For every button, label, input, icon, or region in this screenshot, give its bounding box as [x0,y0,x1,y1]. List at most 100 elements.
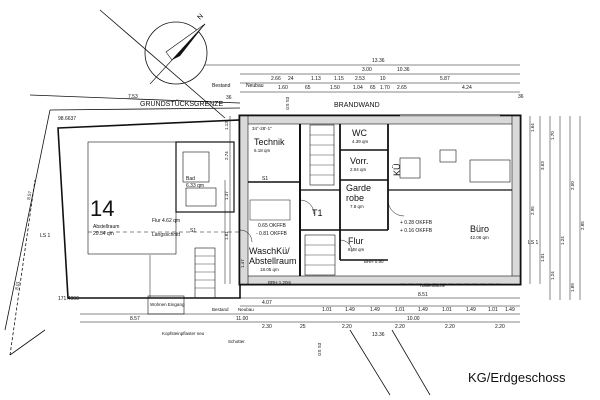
room-bad-area: 6.33 qm [186,183,204,189]
room-wc: WC [352,128,367,138]
dim-r3: 3.63 [540,161,545,170]
dim-r7: 1.01 [540,253,545,262]
new-building-walls [238,114,522,286]
dim-8-51: 8.51 [418,292,428,298]
dim-1-01d: 1.01 [488,307,498,313]
room-flur-small: Flur 4.62 qm [152,218,180,224]
dim-2-65: 2.65 [397,85,407,91]
label-s1a: S1 [262,176,268,182]
dim-5-87: 5.87 [440,76,450,82]
plan-caption: KG/Erdgeschoss [468,370,566,385]
label-schotter: Schotter [228,339,245,344]
dim-1-15: 1.15 [334,76,344,82]
room-garderobe-2: robe [346,193,364,203]
dim-l3: 1.37 [224,191,229,200]
dim-r1: 1.64 [530,123,535,132]
room-garderobe-1: Garde [346,183,371,193]
label-rasenflaeche: Rasenfläche [420,283,446,288]
dim-7-53: 7.53 [128,94,138,100]
room-flur-area: 8.48 qm [348,247,365,252]
level-okffb-2: + 0.16 OKFFB [400,228,433,234]
label-brandwand: BRANDWAND [334,102,380,109]
dim-1-49d: 1.49 [466,307,476,313]
dim-l4: 1.47 [240,259,245,268]
label-bestand-bottom: Bestand [212,307,229,312]
label-kopfsteinpflaster: Kopfsteinpflaster neu [162,331,205,336]
label-neubau-bottom: Neubau [238,307,254,312]
room-kue: KÜ [392,163,402,176]
dim-1-49c: 1.49 [418,307,428,313]
dim-l6: 8.01 [14,280,21,290]
elevation-bottom: 171.4966 [58,296,79,302]
dim-11-00: 11.00 [236,316,248,322]
label-neubau-top: Neubau [246,83,264,89]
dim-l2: 2.74 [224,151,229,160]
dim-r6: 1.24 [560,236,565,245]
room-abstellraum-area: 20.54 qm [93,231,114,237]
dim-1-13: 1.13 [311,76,321,82]
dim-4-07: 4.07 [262,300,272,306]
dim-13-36-bottom: 13.36 [372,332,385,338]
dim-65b: 65 [370,85,376,91]
label-bestand-top: Bestand [212,83,231,89]
label-gs-bottom: GS S3 [317,342,322,356]
dim-10-00: 10.00 [407,316,420,322]
north-arrow-icon: N [144,13,208,85]
level-okffb-3: 0.65 OKFFB [258,223,286,229]
room-buero-area: 42.06 qm [470,235,489,240]
label-ls-1-right: LS 1 [528,240,539,246]
level-okffb-1: + 0.28 OKFFB [400,220,433,226]
room-abstellraum: Abstellraum [93,224,119,230]
dim-l1: 1.13 [224,121,229,130]
dim-1-60: 1.60 [278,85,288,91]
dim-1-49a: 1.49 [345,307,355,313]
label-ls-1: LS 1 [40,233,51,239]
dim-1-49e: 1.49 [505,307,515,313]
dim-2-20c: 2.20 [445,324,455,330]
existing-building [57,119,241,315]
dim-1-70: 1.70 [380,85,390,91]
house-number: 14 [90,196,114,221]
dim-2-30: 2.30 [262,324,272,330]
dim-r4: 2.50 [570,181,575,190]
room-bad: Bad [186,176,195,182]
dim-1-01c: 1.01 [442,307,452,313]
dim-r5: 2.95 [530,206,535,215]
dim-8-57: 8.57 [130,316,140,322]
dim-36b: 36 [518,94,524,100]
label-s1b: S1 [190,228,196,234]
dim-4-24: 4.24 [462,85,472,91]
dim-2-66: 2.66 [271,76,281,82]
level-top-left: 34°-28'-1" [252,126,272,131]
room-waschkue-2: Abstellraum [249,256,297,266]
dim-2-20d: 2.20 [495,324,505,330]
dim-10-36: 10.36 [397,67,410,73]
dim-36a: 36 [226,95,232,101]
label-wohnen-eingang: Wohnen Eingang [150,302,185,307]
dim-r10: 1.89 [570,283,575,292]
dim-1-01a: 1.01 [322,307,332,313]
room-buero: Büro [470,224,489,234]
dim-2-20b: 2.20 [395,324,405,330]
dim-r2: 1.70 [550,131,555,140]
room-vorr: Vorr. [350,156,369,166]
dim-l5: 1.81 [224,231,229,240]
dim-10: 10 [380,76,386,82]
room-flur: Flur [348,236,364,246]
dim-r9: 2.85 [580,221,585,230]
dim-2-20a: 2.20 [342,324,352,330]
label-laengsschnitt: Längsschnitt [152,232,181,238]
dim-1-01b: 1.01 [395,307,405,313]
dim-3-00: 3.00 [362,67,372,73]
room-wc-area: 4.39 qm [352,139,369,144]
room-technik: Technik [254,137,285,147]
room-vorr-area: 2.04 qm [350,167,367,172]
dim-1-50: 1.50 [330,85,340,91]
property-boundary [4,9,431,396]
room-garderobe-area: 7.8 qm [350,204,364,209]
dim-1-04: 1.04 [353,85,363,91]
dim-24: 24 [288,76,294,82]
elevation-top: 98.6637 [58,116,76,122]
room-waschkue-area: 18.05 qm [260,267,279,272]
